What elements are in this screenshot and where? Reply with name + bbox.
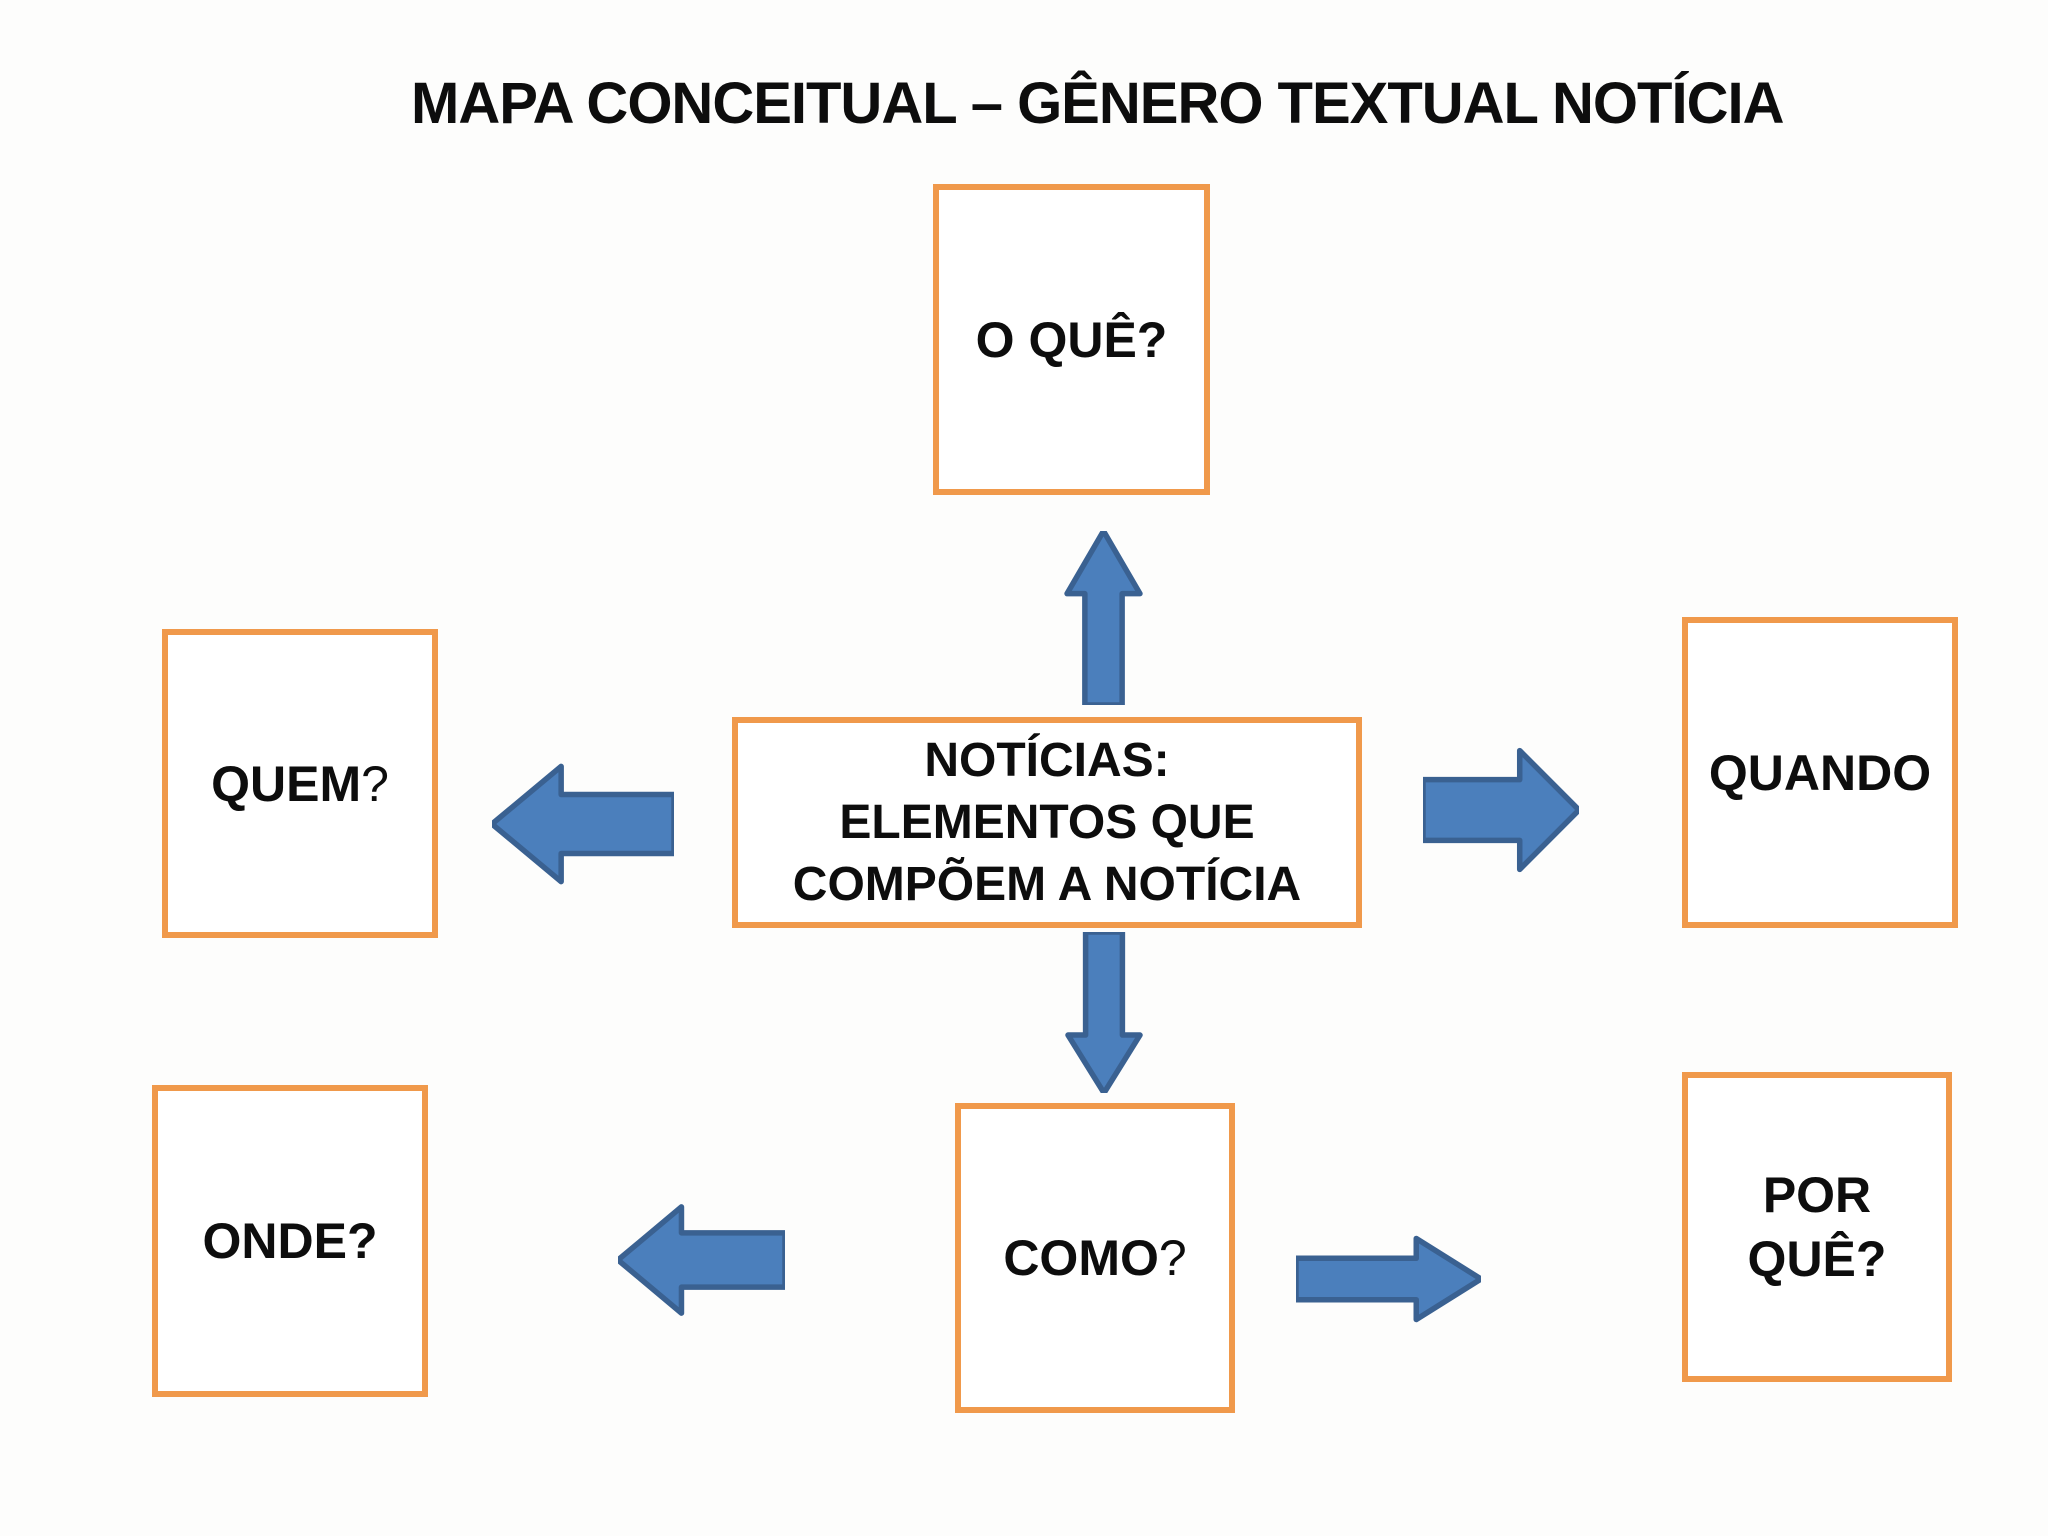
node-onde-label: ONDE?: [202, 1213, 378, 1269]
node-quando-label: QUANDO: [1708, 744, 1932, 801]
node-center-noticias: NOTÍCIAS: ELEMENTOS QUE COMPÕEM A NOTÍCI…: [732, 717, 1362, 928]
node-por-que-line-1: POR: [1762, 1167, 1872, 1223]
node-por-que: POR QUÊ?: [1682, 1072, 1952, 1382]
arrow-left-icon: [492, 760, 674, 888]
center-line-3: COMPÕEM A NOTÍCIA: [792, 857, 1302, 911]
center-line-1: NOTÍCIAS:: [924, 733, 1170, 787]
node-como-label: COMO?: [1003, 1230, 1187, 1286]
node-o-que: O QUÊ?: [933, 184, 1210, 495]
arrow-right-icon: [1423, 744, 1579, 876]
arrow-down-icon: [1064, 932, 1144, 1093]
node-quem: QUEM?: [162, 629, 438, 938]
center-line-2: ELEMENTOS QUE: [839, 795, 1255, 849]
node-quando: QUANDO: [1682, 617, 1958, 928]
page-title: MAPA CONCEITUAL – GÊNERO TEXTUAL NOTÍCIA: [411, 71, 1784, 136]
arrow-bottom-left-icon: [618, 1201, 785, 1319]
node-por-que-line-2: QUÊ?: [1747, 1231, 1887, 1287]
arrow-bottom-right-icon: [1296, 1234, 1481, 1324]
node-quem-label: QUEM?: [211, 755, 389, 812]
node-onde: ONDE?: [152, 1085, 428, 1397]
node-como: COMO?: [955, 1103, 1235, 1413]
node-o-que-label: O QUÊ?: [975, 311, 1168, 368]
arrow-up-icon: [1063, 531, 1144, 705]
